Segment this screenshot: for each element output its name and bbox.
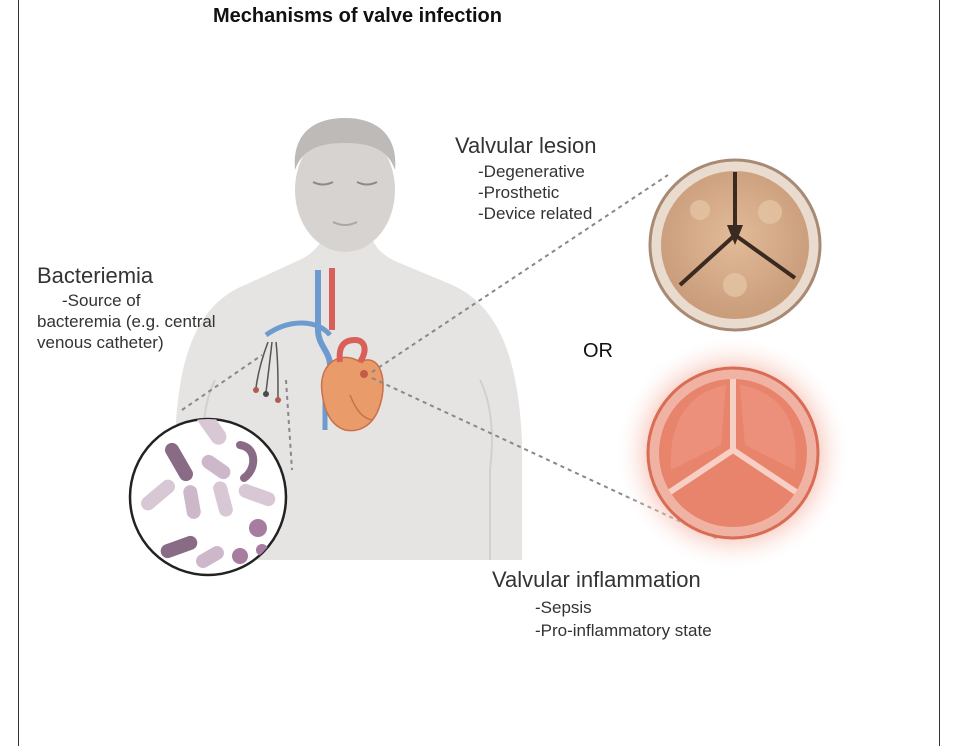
lesion-heading: Valvular lesion bbox=[455, 133, 597, 158]
bacteremia-line: venous catheter) bbox=[37, 333, 164, 352]
head bbox=[295, 128, 395, 252]
hair bbox=[294, 118, 396, 170]
inflammation-heading: Valvular inflammation bbox=[492, 567, 701, 592]
inflammation-item: -Sepsis bbox=[535, 598, 592, 617]
bacteremia-line: bacteremia (e.g. central bbox=[37, 312, 216, 331]
degenerative-valve bbox=[648, 158, 822, 332]
bacteremia-line: -Source of bbox=[62, 291, 141, 310]
or-label: OR bbox=[583, 340, 613, 362]
inflamed-valve bbox=[615, 335, 851, 571]
bacteremia-heading: Bacteriemia bbox=[37, 263, 154, 288]
lesion-item: -Degenerative bbox=[478, 162, 585, 181]
inflammation-item: -Pro-inflammatory state bbox=[535, 621, 712, 640]
lesion-item: -Prosthetic bbox=[478, 183, 560, 202]
figure-title: Mechanisms of valve infection bbox=[213, 5, 502, 27]
connector-lines bbox=[181, 174, 721, 541]
lesion-item: -Device related bbox=[478, 204, 593, 223]
figure-frame bbox=[18, 0, 940, 746]
bacteria-magnifier bbox=[128, 417, 288, 577]
catheter-icon bbox=[253, 341, 281, 403]
heart-icon bbox=[320, 336, 384, 432]
jugular-vein bbox=[315, 270, 333, 366]
